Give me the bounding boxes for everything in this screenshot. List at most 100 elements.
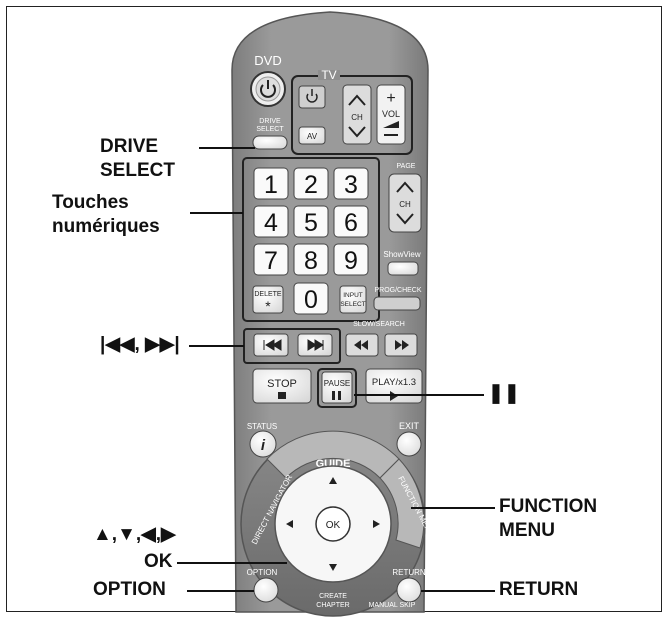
digit-key-8[interactable]: 8 [293,243,329,276]
tv-power-button[interactable] [298,85,326,109]
digit-key-0[interactable]: 0 [293,282,329,315]
drive-select-button[interactable] [252,135,288,150]
stop-icon [278,392,286,399]
digit-key-9[interactable]: 9 [333,243,369,276]
digit-key-5[interactable]: 5 [293,205,329,238]
exit-label: EXIT [399,421,420,431]
status-label: STATUS [247,422,277,431]
delete-button[interactable] [252,285,284,314]
digit-key-4[interactable]: 4 [253,205,289,238]
page-rocker[interactable] [388,173,422,233]
av-key-label: AV [307,132,318,141]
leader-drive-select [199,147,255,149]
ok-key-label: OK [326,520,341,531]
digit-key-label: 1 [264,171,278,199]
cursor-right-icon [373,520,380,528]
digit-key-label: 4 [264,209,278,237]
leader-arrows-ok [177,562,287,564]
manual-skip-label: MANUAL SKIP [369,602,416,609]
pause-key-label: PAUSE [324,379,351,388]
callout-ok: OK [144,551,173,572]
digit-key-6[interactable]: 6 [333,205,369,238]
prog-check-label: PROG/CHECK [374,287,421,294]
digit-key-label: 7 [264,247,278,275]
av-button[interactable] [298,126,326,145]
leader-option [187,590,254,592]
status-button[interactable]: i [249,430,277,458]
skip-forward-button[interactable] [297,333,333,357]
function-menu-button[interactable] [379,458,425,549]
play-icon [390,391,398,401]
digit-key-label: 8 [304,247,318,275]
showview-button[interactable] [387,261,419,276]
callout-pause: ❚❚ [488,383,520,404]
page-ch-label: CH [399,200,411,209]
slow-search-label: SLOW/SEARCH [353,321,405,328]
tv-power-icon [306,93,318,103]
digit-key-7[interactable]: 7 [253,243,289,276]
dvd-label: DVD [254,53,281,68]
callout-function-menu: FUNCTION MENU [499,496,598,541]
power-icon [260,84,276,98]
leader-skip-keys [189,345,244,347]
volume-rocker[interactable] [376,84,406,145]
vol-label: VOL [382,109,400,119]
page-down-icon [396,213,414,225]
stop-key-label: STOP [267,378,297,390]
slow-rewind-button[interactable] [345,333,379,357]
drive-select-key-line1: DRIVE [259,118,281,125]
info-icon: i [261,437,266,454]
input-select-key-line2: SELECT [340,301,365,308]
digit-key-label: 2 [304,171,318,199]
digit-key-label: 0 [304,286,318,314]
digit-key-2[interactable]: 2 [293,167,329,200]
pause-button[interactable] [321,371,353,404]
channel-down-icon [348,126,366,138]
option-button[interactable] [253,577,279,603]
return-label: RETURN [392,568,426,577]
cursor-left-icon [286,520,293,528]
numeric-keypad-frame [242,157,380,322]
skip-forward-icon [307,339,324,351]
callout-skip-keys: |◀◀, ▶▶| [100,334,180,355]
ch-label: CH [351,113,363,122]
channel-up-icon [348,94,366,106]
cursor-up-icon [329,477,337,484]
skip-back-button[interactable] [253,333,289,357]
page-up-icon [396,181,414,193]
pause-icon [332,391,335,400]
leader-return [421,590,495,592]
leader-numeric-keys [190,212,243,214]
return-button[interactable] [396,577,422,603]
pause-key-frame [317,368,357,408]
stop-button[interactable] [252,368,312,404]
digit-key-3[interactable]: 3 [333,167,369,200]
digit-key-label: 9 [344,247,358,275]
input-select-button[interactable] [339,285,367,314]
dvd-power-button[interactable] [250,71,286,107]
fast-forward-icon [395,340,409,350]
callout-return: RETURN [499,579,579,600]
leader-function-menu [411,507,495,509]
digit-key-1[interactable]: 1 [253,167,289,200]
volume-ramp-icon [383,121,399,128]
callout-arrows: ▲,▼,◀,▶ [93,524,176,545]
exit-button[interactable] [396,431,422,457]
volume-plus-icon: + [386,90,395,107]
digit-key-label: 3 [344,171,358,199]
asterisk-icon: * [265,298,271,314]
ok-button[interactable] [315,506,351,542]
digit-key-label: 5 [304,209,318,237]
slow-forward-button[interactable] [384,333,418,357]
showview-label: ShowView [383,250,420,259]
rewind-icon [354,340,368,350]
prog-check-button[interactable] [373,296,421,311]
delete-key-label: DELETE [254,291,282,298]
skip-back-icon [263,339,282,351]
cursor-down-icon [329,564,337,571]
skip-keys-frame [243,328,341,364]
digit-key-label: 6 [344,209,358,237]
callout-numeric-keys: Touches numériques [52,192,160,237]
